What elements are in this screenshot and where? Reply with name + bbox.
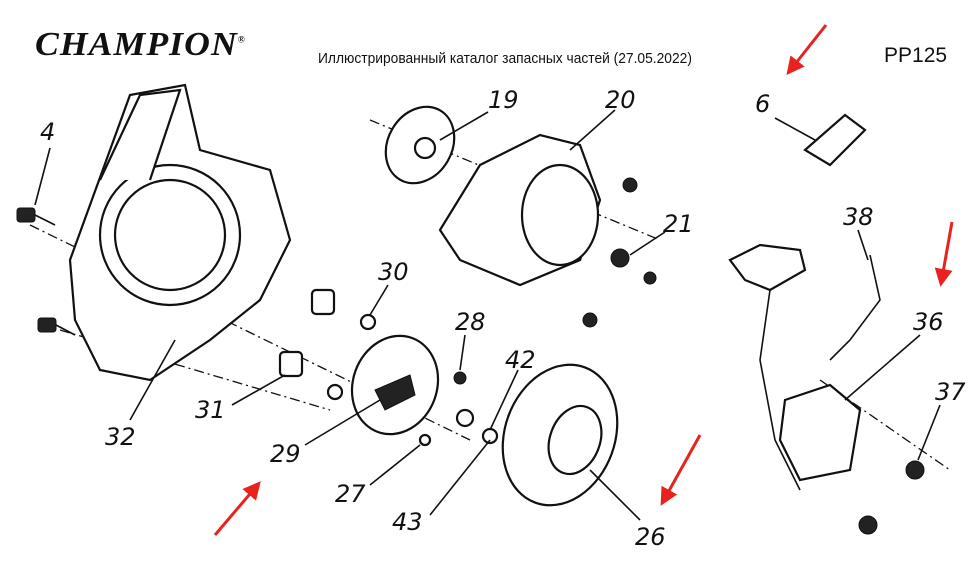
label-42: 42 (505, 346, 536, 374)
red-arrows (213, 24, 954, 536)
part-flywheel (501, 363, 619, 507)
model-name: PP125 (884, 44, 948, 67)
label-30: 30 (378, 258, 409, 286)
label-4: 4 (40, 118, 55, 146)
label-28: 28 (455, 308, 486, 336)
part-pawl (384, 105, 456, 185)
part-washer (359, 313, 377, 331)
label-27: 27 (335, 480, 366, 508)
catalog-title: Иллюстрированный каталог запасных частей… (318, 50, 692, 67)
arrow-icon (934, 221, 954, 287)
label-36: 36 (913, 308, 944, 336)
arrow-icon (660, 434, 702, 506)
label-38: 38 (843, 203, 874, 231)
part-bolt (16, 207, 76, 336)
label-31: 31 (195, 396, 226, 424)
arrow-icon (213, 481, 261, 536)
part-starter-housing (68, 83, 292, 382)
part-pin (310, 288, 336, 316)
part-ignition-coil (728, 243, 862, 491)
part-washer (326, 383, 344, 401)
part-screws (582, 177, 657, 328)
part-nut (455, 408, 475, 428)
part-clutch (350, 334, 440, 436)
label-21: 21 (663, 210, 694, 238)
part-wire (829, 254, 881, 361)
label-29: 29 (270, 440, 301, 468)
part-nut (453, 371, 467, 385)
part-coil-screw (905, 460, 925, 480)
label-37: 37 (935, 378, 966, 406)
part-coil-screw (858, 515, 878, 535)
part-cover (438, 133, 602, 287)
champion-logo: CHAMPION® (34, 26, 246, 63)
label-43: 43 (392, 508, 423, 536)
label-6: 6 (755, 90, 770, 118)
label-19: 19 (488, 86, 519, 114)
label-20: 20 (605, 86, 636, 114)
leader-lines (34, 109, 941, 521)
part-spark-plug (803, 113, 867, 167)
label-32: 32 (105, 423, 136, 451)
arrow-icon (786, 24, 828, 76)
part-washer (418, 433, 432, 447)
label-26: 26 (635, 523, 666, 551)
part-pin (278, 350, 304, 378)
